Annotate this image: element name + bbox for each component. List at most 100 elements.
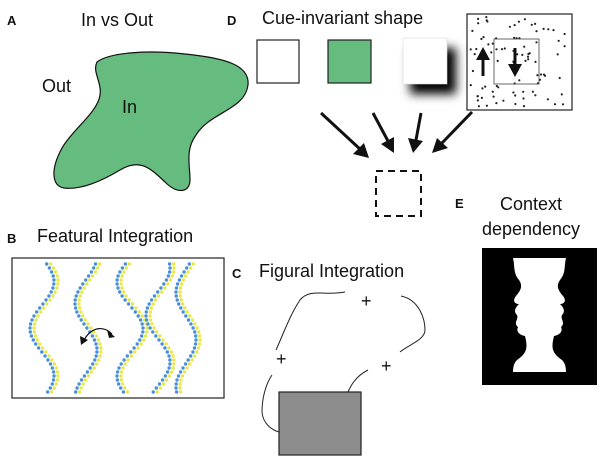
yellow-dot (32, 326, 36, 330)
yellow-dot (171, 262, 176, 266)
blue-dot (168, 358, 172, 362)
blue-dot (115, 378, 120, 382)
yellow-dot (93, 270, 98, 274)
random-dot (542, 27, 545, 30)
converge-arrowhead-4 (432, 138, 448, 153)
panel-a-letter: A (7, 13, 17, 28)
blue-dot (174, 286, 179, 290)
yellow-dot (55, 286, 59, 290)
blue-dot (176, 374, 181, 378)
yellow-dot (120, 274, 124, 278)
blue-dot (181, 366, 185, 370)
blue-dot (194, 334, 198, 338)
yellow-dot (55, 274, 59, 278)
blue-dot (30, 318, 34, 322)
yellow-dot (98, 342, 102, 346)
blue-dot (121, 390, 126, 394)
random-dot (556, 53, 559, 56)
blue-dot (118, 290, 122, 294)
random-dot (480, 37, 483, 41)
yellow-dot (130, 302, 135, 306)
blue-dot (85, 370, 90, 374)
yellow-dot (120, 286, 124, 290)
random-dot (514, 102, 517, 106)
yellow-dot (83, 378, 88, 382)
blue-dot (79, 378, 84, 382)
random-dot (534, 60, 537, 64)
yellow-dot (85, 282, 89, 286)
blue-dot (77, 314, 81, 318)
yellow-dot (119, 378, 124, 382)
blue-dot (157, 338, 161, 342)
blue-dot (122, 358, 126, 362)
blue-dot (167, 270, 172, 274)
blue-dot (177, 302, 181, 306)
converge-arrowhead-2 (381, 137, 394, 153)
in-label: In (122, 97, 138, 117)
panel-e-title-line1: Context (499, 194, 563, 214)
yellow-dot (82, 286, 86, 290)
yellow-dot (166, 282, 170, 286)
blue-dot (118, 270, 122, 274)
blue-dot (116, 274, 120, 278)
plus-mark-left: + (276, 349, 287, 369)
blue-dot (85, 326, 89, 330)
yellow-dot (39, 310, 43, 314)
blue-dot (183, 362, 188, 366)
yellow-dot (142, 338, 146, 342)
random-dot (512, 91, 515, 94)
yellow-dot (50, 358, 54, 362)
blue-dot (138, 338, 142, 342)
blue-dot (167, 366, 171, 370)
yellow-dot (54, 366, 59, 370)
link-arrowhead-right (107, 330, 115, 338)
blue-dot (126, 302, 131, 306)
yellow-dot (161, 338, 165, 342)
yellow-dot (183, 306, 187, 310)
random-dot (497, 86, 500, 89)
random-dot (535, 30, 538, 33)
motion-inner-square (493, 38, 540, 85)
blue-dot (41, 302, 45, 306)
blue-dot (52, 282, 56, 286)
target-shape-dashed (375, 170, 422, 217)
yellow-dot (35, 338, 39, 342)
blue-dot (38, 306, 42, 310)
random-dot (539, 73, 543, 76)
random-dot (481, 87, 484, 90)
panel-a-title: In vs Out (81, 10, 154, 30)
random-dot (485, 16, 488, 19)
blue-dot (186, 318, 191, 322)
blue-dot (160, 342, 164, 346)
random-dot (522, 90, 525, 93)
blue-dot (93, 262, 98, 266)
in-region-blob (53, 51, 249, 191)
random-dot (534, 94, 537, 97)
yellow-dot (81, 314, 85, 318)
yellow-dot (32, 330, 36, 334)
yellow-dot (122, 290, 126, 294)
yellow-dot (45, 302, 49, 306)
random-dot (538, 78, 542, 81)
blue-dot (125, 354, 129, 358)
yellow-dot (97, 358, 101, 362)
yellow-dot (86, 374, 91, 378)
blue-dot (194, 338, 198, 342)
blue-dot (81, 282, 85, 286)
blue-dot (74, 390, 78, 394)
blue-dot (51, 370, 56, 374)
random-dot (469, 48, 472, 51)
blue-dot (28, 322, 33, 326)
random-dot (526, 55, 530, 58)
yellow-dot (124, 294, 128, 298)
yellow-dot (79, 310, 83, 314)
converge-arrow-4 (440, 110, 474, 145)
yellow-dot (145, 326, 149, 330)
blue-dot (182, 270, 186, 274)
blue-dot (119, 386, 123, 390)
yellow-dot (99, 350, 103, 354)
blue-dot (92, 266, 96, 270)
random-dot (477, 105, 480, 108)
yellow-dot (169, 350, 173, 354)
